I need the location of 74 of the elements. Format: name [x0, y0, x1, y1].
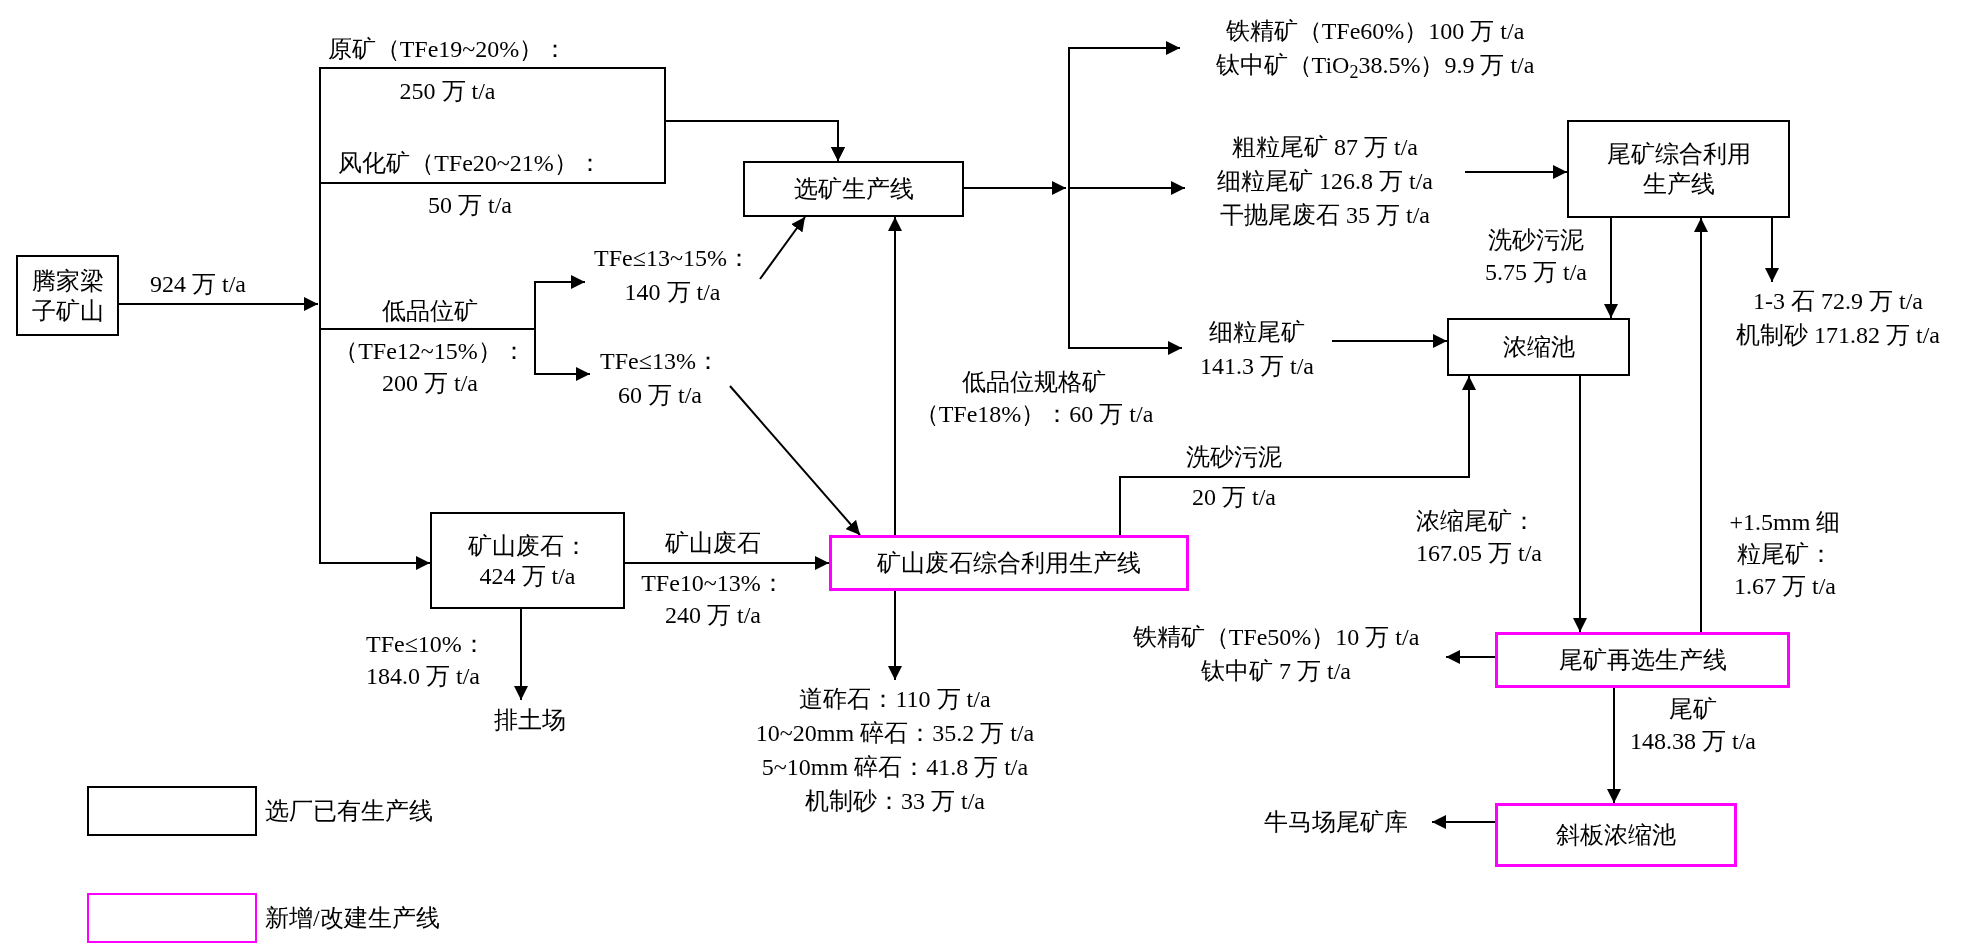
material-label: 粗粒尾矿 87 万 t/a: [1232, 133, 1418, 162]
box-label: 浓缩池: [1502, 333, 1575, 362]
material-label: TFe≤13%：: [600, 347, 720, 376]
arrow: [319, 303, 431, 570]
process-box: [430, 512, 625, 609]
arrow: [118, 297, 319, 311]
process-box: [16, 255, 119, 336]
edge-label: 洗砂污泥 5.75 万 t/a: [1484, 226, 1588, 287]
flow-label: 924 万 t/a: [150, 270, 246, 299]
arrow: [1607, 687, 1621, 804]
edge-label: +1.5mm 细粒尾矿：1.67 万 t/a: [1728, 508, 1842, 601]
material-label: 5~10mm 碎石：41.8 万 t/a: [761, 753, 1029, 782]
arrow: [1068, 41, 1181, 189]
material-label: 钛中矿 7 万 t/a: [1201, 657, 1351, 686]
edge-label: 风化矿（TFe20~21%）：50 万 t/a: [337, 149, 603, 220]
process-box: [829, 535, 1189, 591]
material-label: 干抛尾废石 35 万 t/a: [1220, 201, 1430, 230]
arrow: [1431, 815, 1496, 829]
material-label: 10~20mm 碎石：35.2 万 t/a: [755, 719, 1035, 748]
arrow: [1445, 650, 1496, 664]
edge-label: 矿山废石 TFe10~13%：240 万 t/a: [640, 529, 786, 630]
material-label: 铁精矿（TFe60%）100 万 t/a: [1225, 17, 1525, 46]
material-label: 1-3 石 72.9 万 t/a: [1753, 287, 1923, 316]
box-label: 424 万 t/a: [479, 561, 576, 591]
arrow: [759, 216, 806, 280]
process-box: [1567, 120, 1790, 218]
edge-label: 洗砂污泥 20 万 t/a: [1185, 443, 1283, 512]
arrow: [1464, 165, 1568, 179]
process-box: [743, 161, 964, 217]
arrow: [1331, 334, 1448, 348]
material-label: 排土场: [494, 706, 566, 735]
edge-label: 浓缩尾矿：167.05 万 t/a: [1416, 507, 1543, 568]
legend-label: 选厂已有生产线: [265, 797, 433, 826]
edge-label: TFe≤10%：184.0 万 t/a: [366, 630, 487, 691]
box-label: 矿山废石综合利用生产线: [877, 549, 1141, 578]
arrow: [888, 590, 902, 681]
process-box: [1495, 803, 1737, 867]
material-label: 细粒尾矿 126.8 万 t/a: [1217, 167, 1433, 196]
process-box: [1447, 318, 1630, 376]
edge-label: 低品位矿（TFe12~15%）：200 万 t/a: [333, 297, 527, 398]
material-label: TFe≤13~15%：: [594, 244, 751, 273]
arrow: [888, 216, 902, 536]
material-label: 141.3 万 t/a: [1200, 352, 1314, 381]
box-label: 尾矿综合利用生产线: [1605, 140, 1752, 199]
box-label: 腾家梁子矿山: [30, 266, 105, 326]
arrow: [963, 181, 1067, 195]
arrow: [1573, 375, 1587, 633]
box-label: 斜板浓缩池: [1556, 821, 1676, 850]
arrow: [1765, 217, 1779, 283]
arrow: [624, 556, 830, 570]
material-label: 道砟石：110 万 t/a: [799, 685, 991, 714]
process-box: [1495, 632, 1790, 688]
edge-label: 低品位规格矿（TFe18%）：60 万 t/a: [913, 368, 1155, 429]
material-label: 铁精矿（TFe50%）10 万 t/a: [1132, 623, 1420, 652]
arrow: [1119, 375, 1476, 536]
arrow: [1068, 187, 1183, 355]
edge-label: 尾矿 148.38 万 t/a: [1629, 695, 1757, 756]
material-label: 60 万 t/a: [618, 381, 702, 410]
material-label: 钛中矿（TiO$_{2}$38.5%）9.9 万 t/a: [1215, 51, 1535, 82]
box-label: 矿山废石：: [467, 531, 588, 561]
material-label: 牛马场尾矿库: [1264, 808, 1408, 837]
arrow: [1068, 181, 1186, 195]
box-label: 选矿生产线: [793, 175, 914, 204]
edge-label: 原矿（TFe19~20%）：250 万 t/a: [326, 35, 569, 106]
arrow: [1694, 217, 1708, 633]
material-label: 机制砂：33 万 t/a: [805, 787, 985, 816]
arrow: [729, 385, 861, 536]
material-label: 细粒尾矿: [1209, 318, 1305, 347]
legend-label: 新增/改建生产线: [265, 904, 440, 933]
arrow: [1604, 217, 1618, 319]
arrow: [514, 608, 528, 701]
material-label: 机制砂 171.82 万 t/a: [1736, 321, 1940, 350]
box-label: 尾矿再选生产线: [1558, 646, 1727, 675]
material-label: 140 万 t/a: [624, 278, 721, 307]
